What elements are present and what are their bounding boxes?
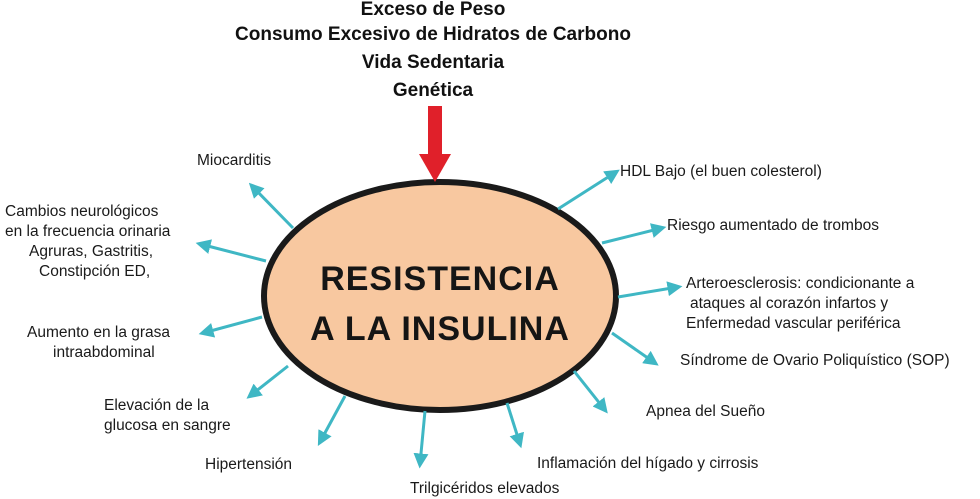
effect-line: Hipertensión [205, 456, 293, 473]
cause-hidratos: Consumo Excesivo de Hidratos de Carbono [235, 24, 631, 45]
effect-line: Miocarditis [197, 152, 272, 169]
effect-glucosa: Elevación de la glucosa en sangre [104, 396, 231, 436]
effect-line: HDL Bajo (el buen colesterol) [620, 163, 822, 180]
effect-line: Síndrome de Ovario Poliquístico (SOP) [680, 352, 950, 369]
effect-arterioesclerosis: Arteroesclerosis: condicionante a ataque… [686, 274, 914, 334]
effect-line: glucosa en sangre [104, 417, 231, 434]
effect-sop: Síndrome de Ovario Poliquístico (SOP) [680, 351, 950, 371]
effect-line: Arteroesclerosis: condicionante a [686, 275, 915, 292]
center-title-line1: RESISTENCIA [320, 260, 560, 298]
effect-hipertension: Hipertensión [205, 455, 292, 475]
effect-line: Elevación de la [104, 397, 210, 414]
effect-line: Inflamación del hígado y cirrosis [537, 455, 759, 472]
effect-hdl: HDL Bajo (el buen colesterol) [620, 162, 822, 182]
arrow-hipertension [317, 395, 347, 446]
effect-line: ataques al corazón infartos y [690, 295, 889, 312]
effect-higado: Inflamación del hígado y cirrosis [537, 454, 758, 474]
arrow-arterio [617, 281, 683, 299]
effect-line: Riesgo aumentado de trombos [667, 217, 879, 234]
arrow-grasa [198, 315, 263, 338]
cause-arrow [419, 106, 451, 182]
effect-line: en la frecuencia orinaria [5, 223, 171, 240]
arrow-trombos [601, 223, 667, 245]
effect-cambios: Cambios neurológicos en la frecuencia or… [5, 202, 170, 282]
effect-line: Aumento en la grasa [27, 324, 171, 341]
arrow-hdl [557, 169, 620, 211]
effect-line: Agruras, Gastritis, [29, 243, 154, 260]
arrow-higado [505, 402, 524, 449]
effect-apnea: Apnea del Sueño [646, 402, 765, 422]
effect-trombos: Riesgo aumentado de trombos [667, 216, 879, 236]
arrow-cambios [195, 239, 267, 263]
cause-vida-sedentaria: Vida Sedentaria [361, 52, 505, 73]
cause-genetica: Genética [392, 80, 474, 101]
effect-grasa: Aumento en la grasa intraabdominal [27, 323, 170, 363]
effect-line: intraabdominal [53, 344, 155, 361]
arrow-apnea [572, 370, 608, 414]
effect-trigliceridos: Trilgicéridos elevados [410, 479, 559, 499]
arrow-sop [611, 331, 659, 366]
arrow-miocarditis [248, 182, 295, 230]
effect-line: Enfermedad vascular periférica [686, 315, 901, 332]
effect-line: Constipción ED, [39, 263, 151, 280]
effect-line: Apnea del Sueño [646, 403, 765, 420]
effect-miocarditis: Miocarditis [197, 151, 271, 171]
cause-exceso-peso: Exceso de Peso [360, 0, 506, 20]
resistencia-ellipse [261, 179, 619, 413]
arrow-trigliceridos [413, 410, 429, 469]
arrow-glucosa [246, 364, 289, 399]
center-title-line2: A LA INSULINA [310, 310, 570, 348]
effect-line: Trilgicéridos elevados [410, 480, 560, 497]
effect-line: Cambios neurológicos [5, 203, 159, 220]
